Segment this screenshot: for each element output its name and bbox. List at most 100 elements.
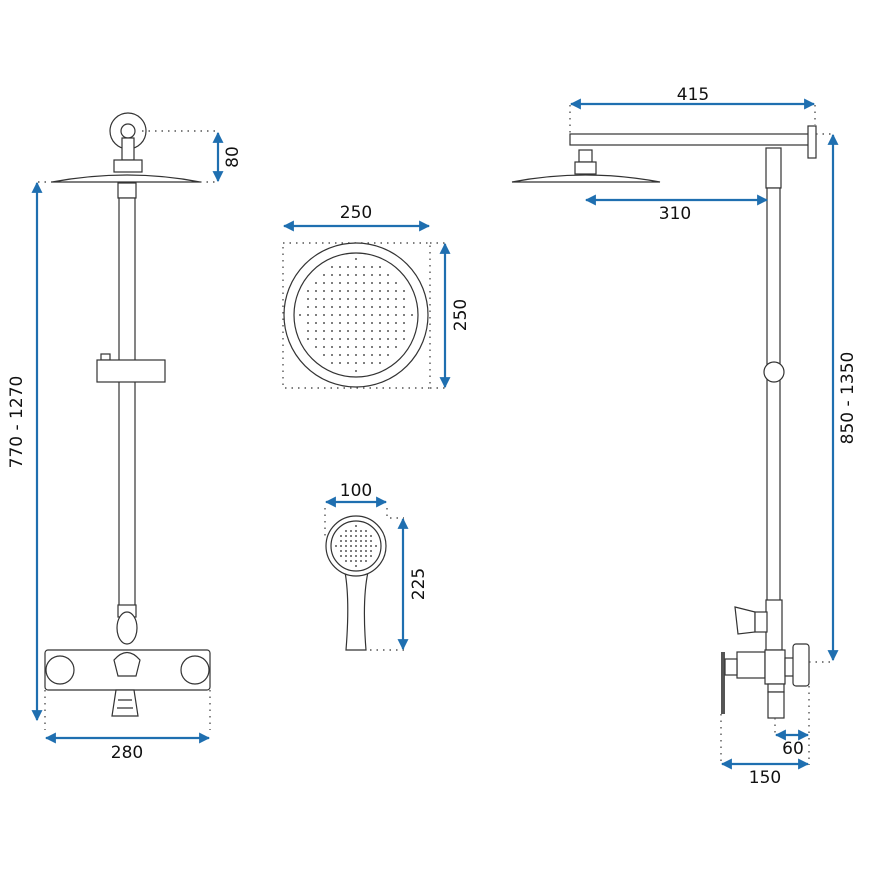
nozzle-dot — [371, 266, 373, 268]
nozzle-dot — [323, 274, 325, 276]
nozzle-dot — [365, 550, 367, 552]
nozzle-dot — [339, 298, 341, 300]
nozzle-dot — [379, 266, 381, 268]
nozzle-dot — [355, 525, 357, 527]
nozzle-dot — [347, 338, 349, 340]
dimension-label-80: 80 — [223, 146, 243, 168]
nozzle-dot — [371, 306, 373, 308]
nozzle-dot — [315, 306, 317, 308]
nozzle-dot — [395, 290, 397, 292]
nozzle-dot — [360, 550, 362, 552]
nozzle-dot — [347, 330, 349, 332]
nozzle-dot — [363, 362, 365, 364]
nozzle-dot — [331, 330, 333, 332]
nozzle-dot — [331, 266, 333, 268]
nozzle-dot — [331, 314, 333, 316]
nozzle-dot — [323, 282, 325, 284]
nozzle-dot — [363, 274, 365, 276]
nozzle-dot — [379, 298, 381, 300]
riser-pipe-side — [766, 187, 781, 621]
nozzle-dot — [340, 545, 342, 547]
nozzle-dot — [371, 274, 373, 276]
nozzle-dot — [360, 545, 362, 547]
nozzle-dot — [331, 322, 333, 324]
nozzle-dot — [379, 322, 381, 324]
nozzle-dot — [340, 540, 342, 542]
nozzle-dot — [365, 555, 367, 557]
nozzle-dot — [395, 322, 397, 324]
nozzle-dot — [360, 530, 362, 532]
nozzle-dot — [365, 535, 367, 537]
nozzle-dot — [355, 555, 357, 557]
nozzle-dot — [331, 362, 333, 364]
nozzle-dot — [371, 362, 373, 364]
nozzle-dot — [345, 530, 347, 532]
nozzle-dot — [370, 535, 372, 537]
dimension-label-770-1270: 770 - 1270 — [7, 376, 27, 469]
nozzle-dot — [355, 545, 357, 547]
nozzle-dot — [387, 338, 389, 340]
nozzle-dot — [355, 370, 357, 372]
nozzle-dot — [307, 314, 309, 316]
nozzle-dot — [339, 354, 341, 356]
nozzle-dot — [347, 266, 349, 268]
nozzle-dot — [340, 535, 342, 537]
nozzle-dot — [299, 314, 301, 316]
nozzle-dot — [395, 282, 397, 284]
nozzle-dot — [355, 338, 357, 340]
slider-bracket — [96, 359, 166, 383]
nozzle-dot — [395, 338, 397, 340]
nozzle-dot — [363, 306, 365, 308]
nozzle-dot — [363, 290, 365, 292]
nozzle-dot — [355, 330, 357, 332]
nozzle-dot — [323, 290, 325, 292]
nozzle-dot — [411, 314, 413, 316]
nozzle-dot — [350, 555, 352, 557]
nozzle-dot — [379, 314, 381, 316]
nozzle-dot — [387, 274, 389, 276]
nozzle-dot — [371, 354, 373, 356]
nozzle-dot — [347, 306, 349, 308]
nozzle-dot — [307, 322, 309, 324]
wall-plate — [807, 125, 817, 159]
riser-pipe — [118, 197, 136, 611]
nozzle-dot — [355, 274, 357, 276]
nozzle-dot — [363, 298, 365, 300]
nozzle-dot — [315, 290, 317, 292]
nozzle-dot — [355, 540, 357, 542]
nozzle-dot — [323, 314, 325, 316]
nozzle-dot — [360, 540, 362, 542]
spout — [111, 689, 139, 717]
nozzle-dot — [331, 306, 333, 308]
nozzle-dot — [395, 306, 397, 308]
nozzle-dot — [365, 530, 367, 532]
nozzle-dot — [360, 555, 362, 557]
dimension-label-150: 150 — [749, 768, 781, 788]
nozzle-dot — [340, 550, 342, 552]
nozzle-dot — [350, 560, 352, 562]
nozzle-dot — [360, 560, 362, 562]
nozzle-dot — [339, 266, 341, 268]
nozzle-dot — [395, 298, 397, 300]
nozzle-dot — [355, 354, 357, 356]
nozzle-dot — [387, 290, 389, 292]
nozzle-dot — [403, 322, 405, 324]
nozzle-dot — [307, 290, 309, 292]
nozzle-dot — [345, 550, 347, 552]
nozzle-dot — [355, 535, 357, 537]
nozzle-dot — [331, 298, 333, 300]
nozzle-dot — [370, 540, 372, 542]
dimension-label-225: 225 — [409, 568, 429, 600]
nozzle-dot — [355, 322, 357, 324]
nozzle-dot — [370, 550, 372, 552]
nozzle-dot — [379, 338, 381, 340]
nozzle-dot — [315, 314, 317, 316]
nozzle-dot — [363, 266, 365, 268]
nozzle-dot — [345, 555, 347, 557]
nozzle-dot — [403, 306, 405, 308]
nozzle-dot — [345, 560, 347, 562]
dimension-label-250-width: 250 — [340, 203, 372, 223]
nozzle-dot — [371, 314, 373, 316]
nozzle-dot — [387, 282, 389, 284]
